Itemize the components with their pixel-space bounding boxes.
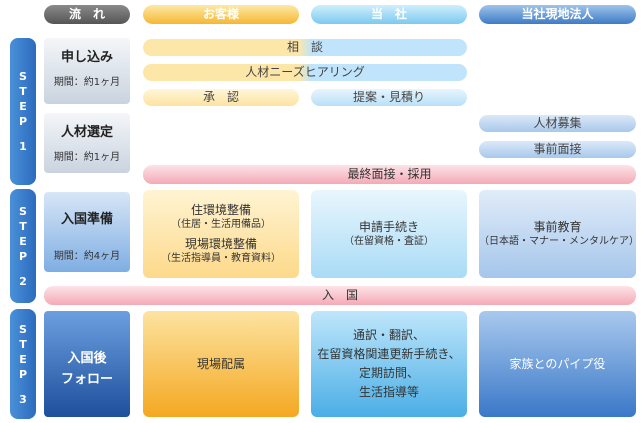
pill-final-interview: 最終面接・採用 [143, 165, 636, 184]
box-client-environment: 住環境整備 （住居・生活用備品） 現場環境整備 （生活指導員・教育資料） [143, 190, 299, 278]
pill-proposal: 提案・見積り [311, 89, 467, 106]
pill-approval: 承 認 [143, 89, 299, 106]
pill-consult: 相 談 [143, 39, 467, 56]
box-us-support: 通訳・翻訳、 在留資格関連更新手続き、 定期訪問、 生活指導等 [311, 311, 467, 417]
header-flow: 流 れ [44, 5, 130, 24]
flow-select-period: 期間：約1ヶ月 [53, 152, 121, 163]
header-local: 当社現地法人 [479, 5, 636, 24]
flow-prepare: 入国準備 期間：約4ヶ月 [44, 192, 130, 272]
pill-hearing: 人材ニーズヒアリング [143, 64, 467, 81]
flow-follow-title: 入国後 [67, 351, 107, 366]
flow-apply-period: 期間：約1ヶ月 [53, 77, 121, 88]
pill-recruit: 人材募集 [479, 115, 636, 132]
flow-select-title: 人材選定 [60, 125, 113, 140]
box-us-application: 申請手続き （在留資格・査証） [311, 190, 467, 278]
header-client: お客様 [143, 5, 299, 24]
box-local-education: 事前教育 （日本語・マナー・メンタルケア） [479, 190, 639, 278]
flow-apply-title: 申し込み [60, 50, 113, 65]
flow-prepare-period: 期間：約4ヶ月 [53, 251, 121, 262]
flow-select: 人材選定 期間：約1ヶ月 [44, 113, 130, 173]
flow-prepare-title: 入国準備 [60, 212, 113, 227]
box-local-family: 家族とのパイプ役 [479, 311, 636, 417]
flow-follow-title2: フォロー [60, 372, 113, 387]
pill-pre-interview: 事前面接 [479, 141, 636, 158]
header-us: 当 社 [311, 5, 467, 24]
flow-apply: 申し込み 期間：約1ヶ月 [44, 38, 130, 104]
box-client-assignment: 現場配属 [143, 311, 299, 417]
flow-follow: 入国後 フォロー [44, 311, 130, 417]
pill-entry: 入 国 [44, 286, 636, 305]
